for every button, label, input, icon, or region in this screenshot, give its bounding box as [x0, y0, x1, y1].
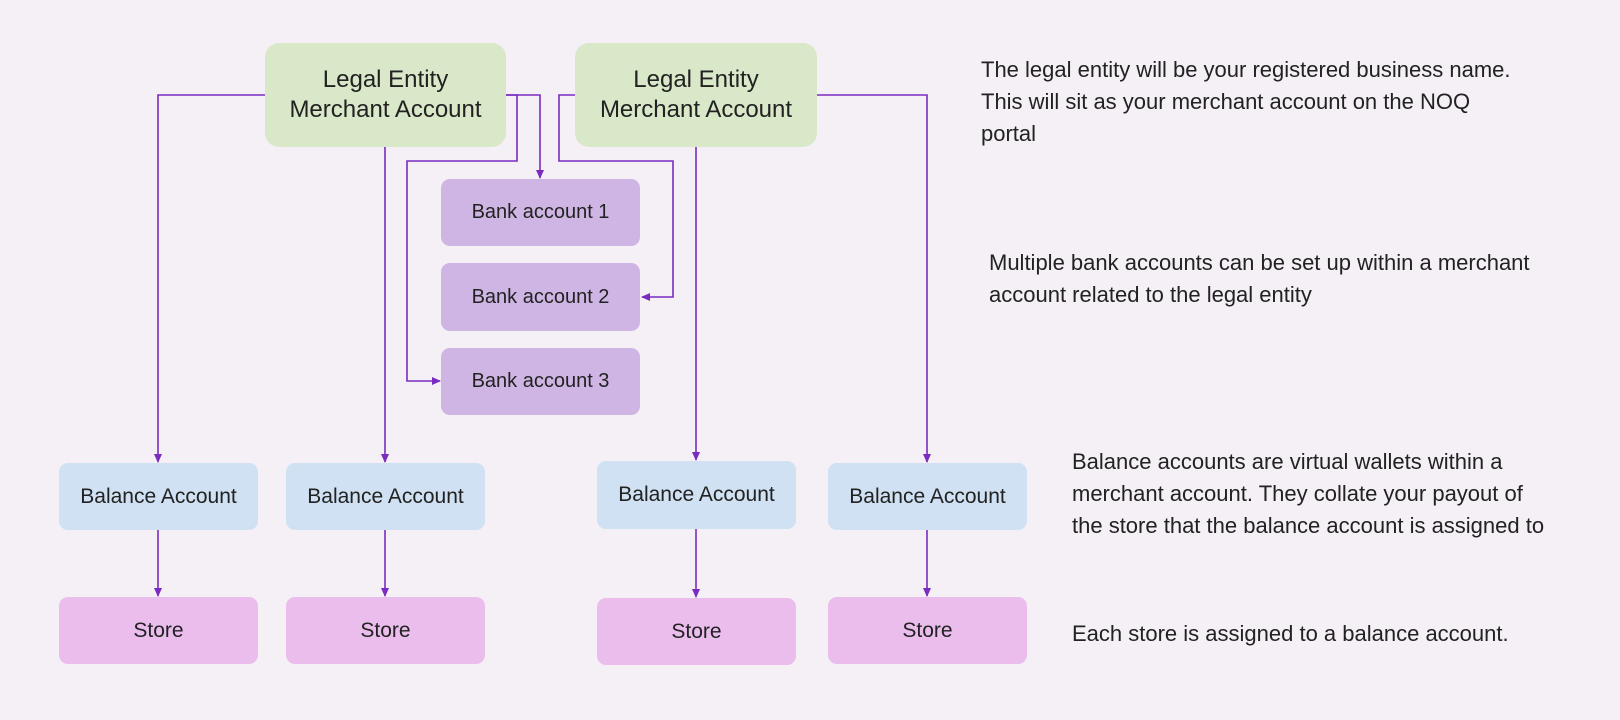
legal-entity-title: Legal Entity	[322, 66, 449, 93]
balance-account-label: Balance Account	[80, 484, 237, 508]
store-label: Store	[133, 618, 184, 642]
note-line: account related to the legal entity	[989, 282, 1312, 307]
note-line: merchant account. They collate your payo…	[1072, 481, 1523, 506]
balance-account-label: Balance Account	[618, 483, 775, 506]
note-stores: Each store is assigned to a balance acco…	[1072, 618, 1509, 650]
store-label: Store	[902, 618, 953, 642]
store-label: Store	[671, 619, 722, 643]
store-4: Store	[828, 597, 1027, 664]
legal-entity-title: Legal Entity	[633, 66, 759, 93]
bank-account-label: Bank account 1	[471, 201, 610, 223]
note-bank-accounts: Multiple bank accounts can be set up wit…	[989, 247, 1530, 311]
note-line: This will sit as your merchant account o…	[981, 89, 1471, 114]
store-2: Store	[286, 597, 485, 664]
bank-account-label: Bank account 3	[471, 370, 610, 392]
store-1: Store	[59, 597, 258, 664]
note-line: Multiple bank accounts can be set up wit…	[989, 250, 1530, 275]
note-legal-entity: The legal entity will be your registered…	[981, 54, 1511, 150]
bank-account-3: Bank account 3	[441, 348, 640, 415]
balance-account-2: Balance Account	[286, 463, 485, 530]
connector-le1-to-bank-1	[506, 94, 544, 179]
merchant-account-title: Merchant Account	[599, 96, 793, 123]
legal-entity-merchant-account-1: Legal Entity Merchant Account	[265, 43, 506, 147]
balance-account-label: Balance Account	[849, 484, 1006, 508]
legal-entity-merchant-account-2: Legal Entity Merchant Account	[575, 43, 817, 147]
note-balance-accounts: Balance accounts are virtual wallets wit…	[1072, 446, 1544, 542]
note-line: the store that the balance account is as…	[1072, 513, 1545, 538]
balance-account-1: Balance Account	[59, 463, 258, 530]
connector-le2-to-bank-2	[558, 94, 674, 301]
note-line: portal	[981, 121, 1037, 146]
bank-account-1: Bank account 1	[441, 179, 640, 246]
store-label: Store	[360, 618, 411, 642]
balance-account-4: Balance Account	[828, 463, 1027, 530]
bank-account-label: Bank account 2	[471, 285, 610, 308]
balance-account-3: Balance Account	[597, 461, 796, 529]
store-3: Store	[597, 598, 796, 665]
connector-le1-to-balance-1	[154, 94, 265, 463]
connector-le1-to-bank-3	[406, 94, 518, 385]
note-line: Each store is assigned to a balance acco…	[1072, 621, 1509, 646]
bank-account-2: Bank account 2	[441, 263, 640, 331]
note-line: The legal entity will be your registered…	[981, 57, 1511, 82]
merchant-account-title: Merchant Account	[289, 96, 482, 123]
connector-le2-to-balance-4	[817, 94, 931, 463]
balance-account-label: Balance Account	[307, 484, 464, 508]
note-line: Balance accounts are virtual wallets wit…	[1072, 449, 1503, 474]
